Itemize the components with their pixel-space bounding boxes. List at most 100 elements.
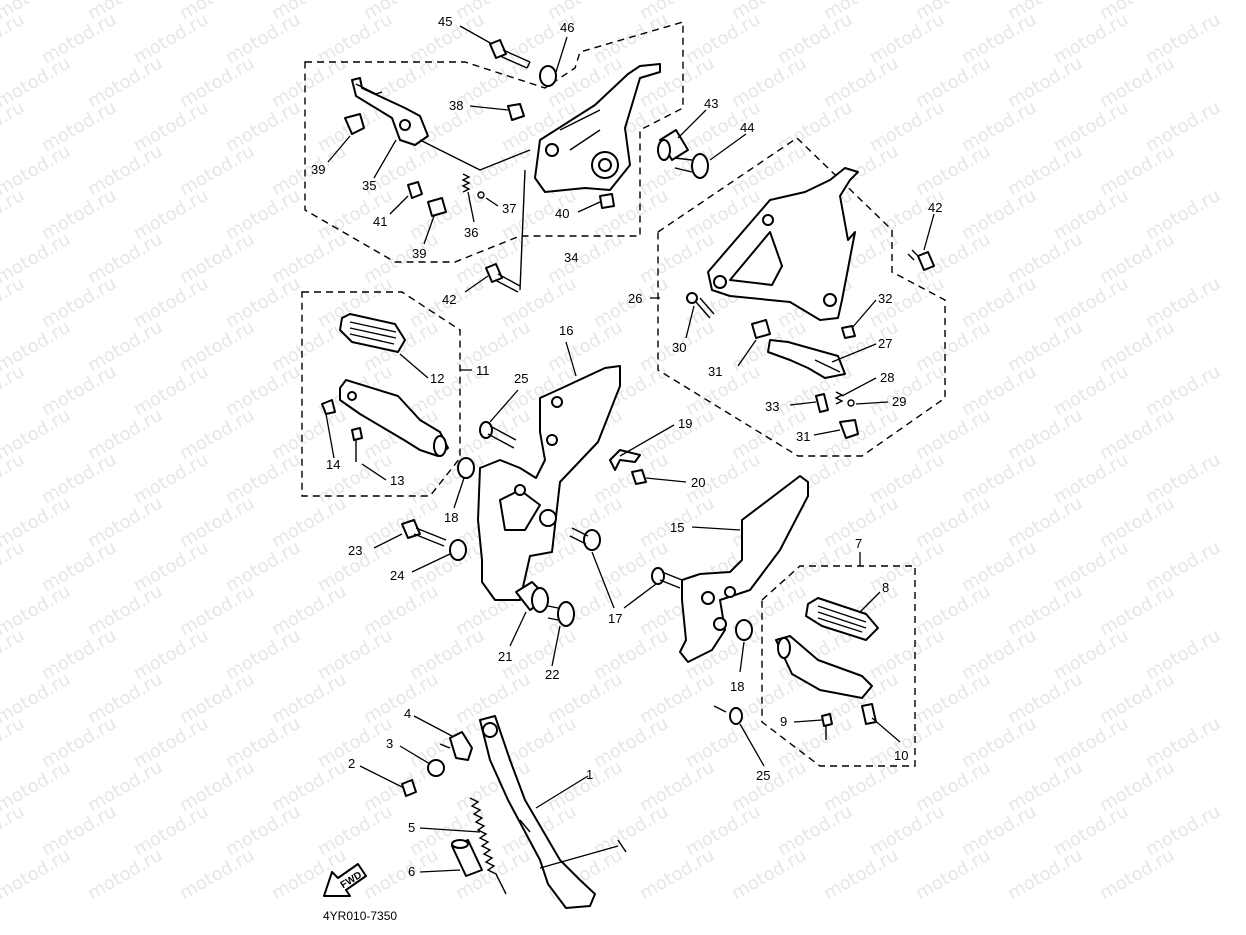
callout-45: 45: [438, 14, 452, 29]
callout-17: 17: [608, 611, 622, 626]
bracket-16: [477, 365, 621, 601]
callout-21: 21: [498, 649, 512, 664]
collar-18-left: [457, 457, 475, 479]
watermark-text: motod.ru: [820, 845, 902, 904]
callout-23: 23: [348, 543, 362, 558]
washer-24: [449, 539, 467, 561]
watermark-text: motod.ru: [0, 537, 28, 596]
callout-37: 37: [502, 201, 516, 216]
bolt-13: [351, 427, 363, 462]
group-outline-11: [301, 291, 461, 497]
bracket-15: [679, 475, 809, 663]
watermark-text: motod.ru: [0, 273, 28, 332]
callout-10: 10: [894, 748, 908, 763]
callout-8: 8: [882, 580, 889, 595]
bolt-17-left: [569, 527, 601, 551]
ball-29: [847, 399, 855, 407]
watermark-text: motod.ru: [0, 801, 28, 860]
bracket-4: [439, 731, 473, 761]
watermark-text: motod.ru: [0, 97, 28, 156]
bolt-23: [401, 519, 447, 547]
nut-32: [841, 325, 856, 339]
group-outline-7: [761, 565, 916, 767]
callout-5: 5: [408, 820, 415, 835]
callout-33: 33: [765, 399, 779, 414]
watermark-text: motod.ru: [0, 361, 28, 420]
callout-42-right: 42: [928, 200, 942, 215]
callout-18-right: 18: [730, 679, 744, 694]
pad-31-upper: [751, 319, 771, 339]
clip-19: [609, 449, 641, 471]
footrest-rubber-12: [339, 313, 406, 353]
callout-39-lower: 39: [412, 246, 426, 261]
collar-6: [451, 839, 483, 877]
shift-pedal: [351, 77, 429, 146]
callout-7: 7: [855, 536, 862, 551]
bolt-2: [401, 779, 417, 797]
watermark-text: motod.ru: [0, 713, 28, 772]
bolt-20: [631, 469, 647, 485]
bolt-17-right: [651, 567, 683, 589]
callout-25-lower: 25: [756, 768, 770, 783]
watermark-text: motod.ru: [0, 185, 28, 244]
spring-28: [834, 391, 844, 405]
pad-39-upper: [344, 113, 365, 135]
watermark-text: motod.ru: [1004, 845, 1086, 904]
callout-labels: 45 46 38 43 44 39 35 41 39 36 37 40 34 4…: [311, 14, 942, 923]
callout-2: 2: [348, 756, 355, 771]
leader-lines: [325, 25, 935, 873]
callout-41: 41: [373, 214, 387, 229]
spring-36: [461, 173, 471, 193]
collar-18-right: [735, 619, 753, 641]
callout-34: 34: [564, 250, 578, 265]
watermark-text: motod.ru: [728, 845, 810, 904]
callout-16: 16: [559, 323, 573, 338]
watermark-text: motod.ru: [636, 845, 718, 904]
callout-25-upper: 25: [514, 371, 528, 386]
footrest-rubber-8: [805, 597, 879, 641]
callout-6: 6: [408, 864, 415, 879]
bolt-22: [547, 601, 575, 627]
callout-22: 22: [545, 667, 559, 682]
brake-pedal-27: [767, 339, 846, 379]
callout-42-left: 42: [442, 292, 456, 307]
callout-18-left: 18: [444, 510, 458, 525]
collar-43: [657, 129, 689, 161]
watermark-text: motod.ru: [0, 9, 28, 68]
bolt-42-left: [485, 263, 521, 293]
callout-38: 38: [449, 98, 463, 113]
callout-36: 36: [464, 225, 478, 240]
collar-21: [515, 581, 549, 613]
bolt-25-lower: [713, 705, 743, 725]
callout-1: 1: [586, 767, 593, 782]
callout-3: 3: [386, 736, 393, 751]
watermark-text: motod.ru: [0, 845, 74, 904]
callout-39-upper: 39: [311, 162, 325, 177]
callout-9: 9: [780, 714, 787, 729]
callout-43: 43: [704, 96, 718, 111]
pin-41: [407, 181, 423, 199]
pin-10: [861, 703, 877, 725]
bolt-9: [821, 713, 833, 740]
pin-33: [815, 393, 829, 413]
callout-12: 12: [430, 371, 444, 386]
watermark-text: motod.ru: [0, 625, 28, 684]
callout-30: 30: [672, 340, 686, 355]
watermark-text: motod.ru: [1096, 845, 1178, 904]
callout-29: 29: [892, 394, 906, 409]
callout-31-upper: 31: [708, 364, 722, 379]
washer-40: [599, 193, 615, 209]
callout-19: 19: [678, 416, 692, 431]
bolt-25-upper: [479, 421, 517, 449]
sidestand-1: [479, 715, 627, 909]
callout-44: 44: [740, 120, 754, 135]
bolt-42-right: [907, 249, 935, 271]
ball-37: [477, 191, 485, 199]
footrest-11: [339, 379, 449, 457]
watermark-text: motod.ru: [84, 845, 166, 904]
callout-28: 28: [880, 370, 894, 385]
pad-31-lower: [839, 419, 859, 439]
callout-14: 14: [326, 457, 340, 472]
callout-24: 24: [390, 568, 404, 583]
